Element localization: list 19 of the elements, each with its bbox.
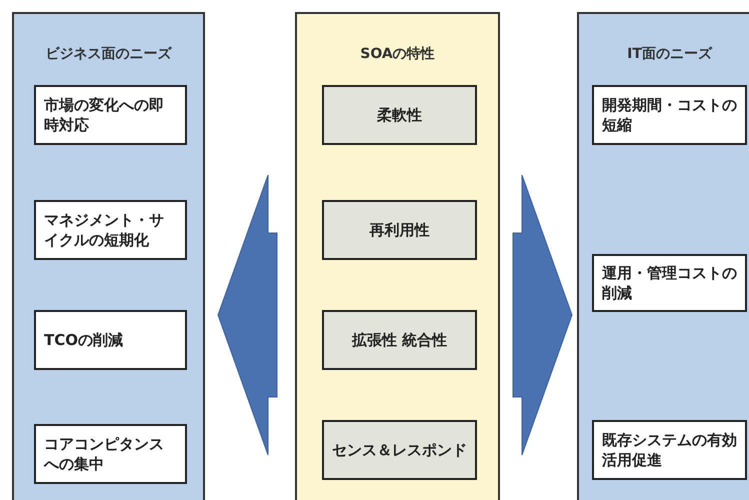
item-box: 拡張性 統合性 (322, 310, 477, 370)
block-arrow (512, 174, 573, 456)
item-box: 開発期間・コストの短縮 (592, 85, 747, 145)
item-box: センス＆レスポンド (322, 420, 477, 480)
block-arrow (217, 174, 278, 456)
panel-heading: SOAの特性 (359, 45, 436, 64)
item-box: コアコンピタンスへの集中 (34, 424, 187, 484)
item-box: 柔軟性 (322, 85, 477, 145)
item-box: マネジメント・サイクルの短期化 (34, 200, 187, 260)
panel (577, 12, 749, 500)
panel-heading: IT面のニーズ (626, 45, 714, 64)
item-box: 市場の変化への即時対応 (34, 85, 187, 145)
item-box: 再利用性 (322, 200, 477, 260)
panel (295, 12, 500, 500)
item-box: 運用・管理コストの削減 (592, 254, 747, 312)
item-box: TCOの削減 (34, 310, 187, 370)
item-box: 既存システムの有効活用促進 (592, 420, 747, 480)
panel (12, 12, 205, 500)
panel-heading: ビジネス面のニーズ (44, 45, 173, 64)
